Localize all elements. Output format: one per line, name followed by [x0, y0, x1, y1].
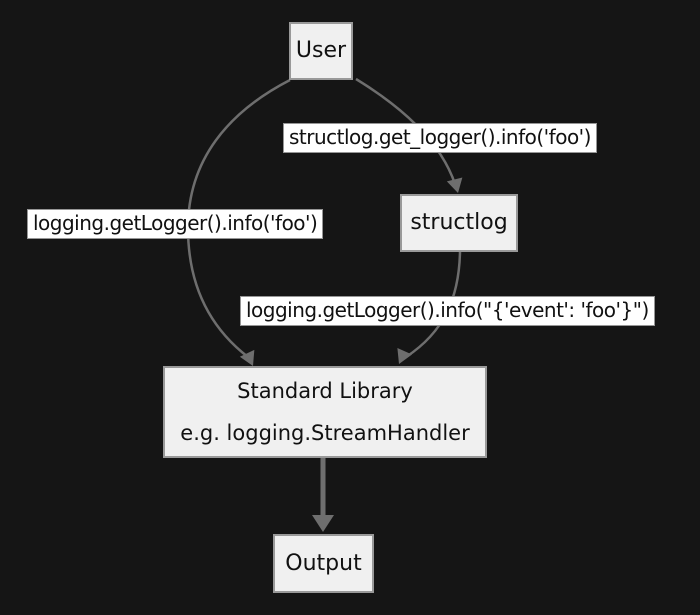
edge-label-structlog-to-stdlib: logging.getLogger().info("{'event': 'foo…: [240, 296, 655, 326]
node-standard-library-title: Standard Library: [237, 379, 413, 404]
arrowhead-down-right-icon: [239, 349, 255, 366]
edge-label-user-to-stdlib: logging.getLogger().info('foo'): [27, 209, 324, 239]
arrowhead-down-icon: [446, 177, 463, 193]
node-user: User: [289, 22, 353, 80]
arrowhead-down-icon: [312, 515, 334, 532]
edge-label-user-to-structlog: structlog.get_logger().info('foo'): [283, 123, 597, 153]
node-standard-library: Standard Library e.g. logging.StreamHand…: [163, 366, 487, 458]
node-user-label: User: [295, 38, 347, 64]
node-standard-library-subtitle: e.g. logging.StreamHandler: [180, 420, 470, 445]
arrowhead-down-left-icon: [397, 347, 413, 364]
node-structlog: structlog: [400, 194, 518, 252]
node-output-label: Output: [285, 550, 362, 576]
node-structlog-label: structlog: [410, 210, 508, 236]
node-output: Output: [273, 534, 374, 593]
